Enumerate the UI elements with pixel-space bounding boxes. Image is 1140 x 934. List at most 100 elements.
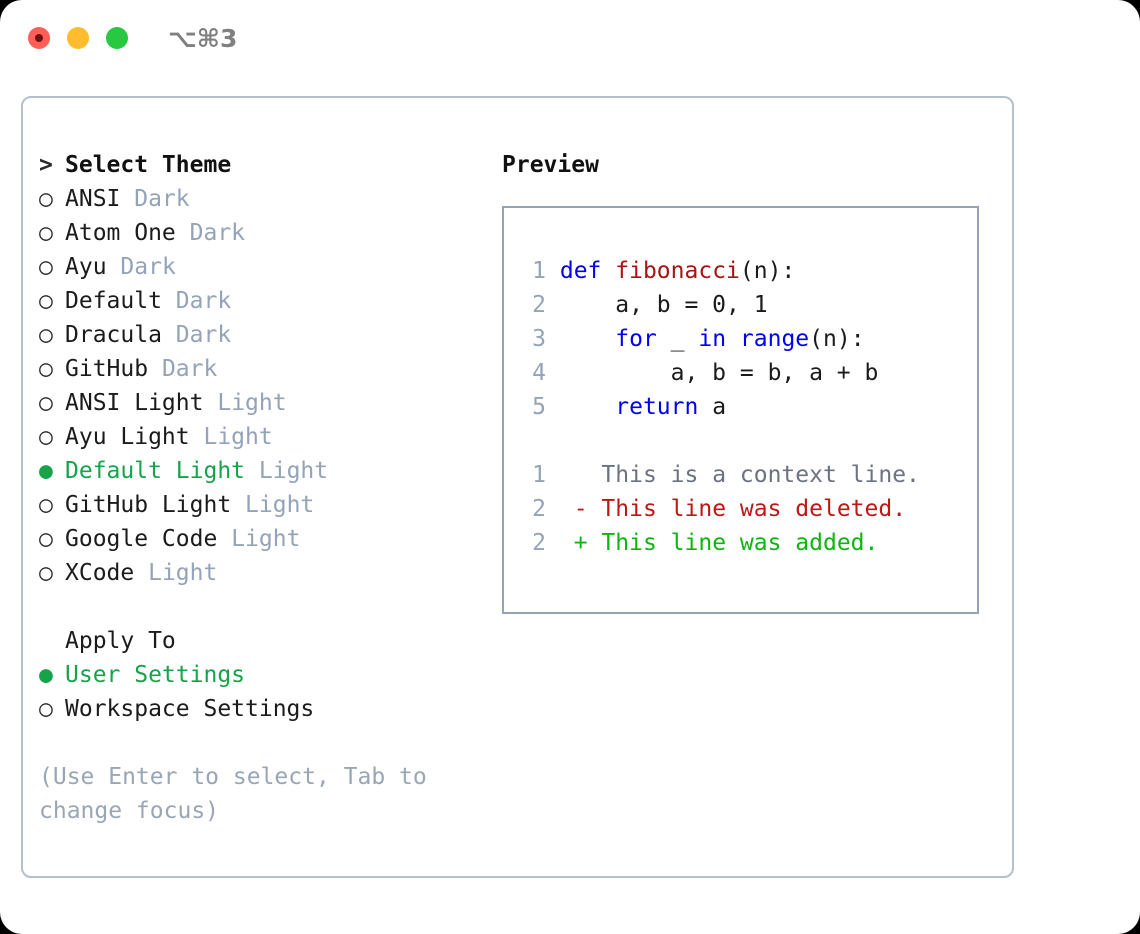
- theme-variant-label: Dark: [134, 186, 190, 212]
- theme-variant-label: Light: [217, 390, 287, 416]
- panel-columns: >Select Theme ○ANSI Dark ○Atom One Dark …: [23, 98, 1012, 876]
- theme-label: ANSI Light: [65, 390, 204, 416]
- radio-icon[interactable]: ○: [39, 390, 53, 416]
- code-token: range: [739, 326, 810, 352]
- maximize-button[interactable]: [106, 27, 128, 49]
- preview-heading: Preview: [502, 152, 599, 178]
- code-token: a: [698, 394, 727, 420]
- apply-to-heading-label: Apply To: [65, 628, 176, 654]
- code-token: fibonacci: [615, 258, 740, 284]
- heading-indent: [39, 624, 65, 658]
- code-line: 4 a, b = b, a + b: [516, 356, 976, 390]
- code-token: _: [656, 326, 699, 352]
- apply-to-label: User Settings: [65, 662, 246, 688]
- apply-to-workspace-settings[interactable]: ○ Workspace Settings: [39, 692, 499, 726]
- line-number: 1: [532, 462, 546, 488]
- theme-label: Default Light: [65, 458, 246, 484]
- keyboard-hint-text: (Use Enter to select, Tab to change focu…: [39, 764, 427, 824]
- code-line: 5 return a: [516, 390, 976, 424]
- theme-item-github-dark[interactable]: ○GitHub Dark: [39, 352, 499, 386]
- diff-text: This is a context line.: [601, 462, 920, 488]
- radio-icon[interactable]: ○: [39, 492, 53, 518]
- diff-line-added: 2 + This line was added.: [516, 526, 976, 560]
- radio-selected-icon[interactable]: ●: [39, 458, 53, 484]
- apply-to-user-settings[interactable]: ● User Settings: [39, 658, 499, 692]
- code-token: in: [698, 326, 727, 352]
- radio-icon[interactable]: ○: [39, 220, 53, 246]
- theme-variant-label: Dark: [175, 322, 232, 348]
- code-line: 2 a, b = 0, 1: [516, 288, 976, 322]
- theme-variant-label: Light: [148, 560, 218, 586]
- theme-label: Ayu Light: [65, 424, 190, 450]
- theme-item-ansi-dark[interactable]: ○ ANSI Dark: [39, 182, 499, 216]
- theme-variant-label: Dark: [120, 254, 176, 280]
- theme-variant-label: Light: [231, 526, 301, 552]
- theme-variant-label: Dark: [161, 356, 218, 382]
- code-token: [601, 258, 615, 284]
- theme-item-ansi-light[interactable]: ○ ANSI Light Light: [39, 386, 499, 420]
- radio-icon[interactable]: ○: [39, 356, 53, 382]
- theme-variant-label: Dark: [189, 220, 246, 246]
- radio-icon[interactable]: ○: [39, 424, 53, 450]
- section-spacer: [39, 590, 499, 624]
- theme-variant-label: Light: [258, 458, 329, 484]
- diff-text: This line was deleted.: [601, 496, 907, 522]
- code-token: [560, 326, 615, 352]
- hint-spacer: [39, 726, 499, 760]
- apply-to-label: Workspace Settings: [65, 696, 315, 722]
- diff-sign: +: [573, 530, 588, 556]
- radio-icon[interactable]: ○: [39, 560, 53, 586]
- radio-icon[interactable]: ○: [39, 288, 53, 314]
- radio-icon[interactable]: ○: [39, 526, 53, 552]
- diff-line-deleted: 2 - This line was deleted.: [516, 492, 976, 526]
- theme-label: Atom One: [65, 220, 176, 246]
- select-theme-heading: > Select Theme: [39, 148, 499, 182]
- code-token: (n):: [739, 258, 796, 284]
- theme-variant-label: Dark: [175, 288, 232, 314]
- code-blank-line: [516, 424, 976, 458]
- theme-label: ANSI: [65, 186, 121, 212]
- code-token: [560, 394, 615, 420]
- radio-selected-icon[interactable]: ●: [39, 662, 53, 688]
- select-theme-heading-label: Select Theme: [65, 152, 232, 178]
- close-button[interactable]: [28, 27, 50, 49]
- keyboard-shortcut-label: ⌥⌘3: [168, 24, 238, 53]
- theme-item-default-dark[interactable]: ○ Default Dark: [39, 284, 499, 318]
- theme-item-google-code[interactable]: ○ Google Code Light: [39, 522, 499, 556]
- main-panel: >Select Theme ○ANSI Dark ○Atom One Dark …: [21, 96, 1014, 878]
- theme-item-atom-one-dark[interactable]: ○ Atom One Dark: [39, 216, 499, 250]
- caret-icon: >: [39, 152, 53, 178]
- line-number: 2: [532, 530, 546, 556]
- preview-column: Preview 1 def fibonacci(n): 2 a, b = 0, …: [502, 148, 1002, 614]
- radio-icon[interactable]: ○: [39, 186, 53, 212]
- theme-label: GitHub Light: [65, 492, 232, 518]
- theme-label: XCode: [65, 560, 135, 586]
- radio-icon[interactable]: ○: [39, 254, 53, 280]
- code-token: for: [615, 326, 657, 352]
- line-number: 3: [532, 326, 546, 352]
- theme-variant-label: Light: [203, 424, 273, 450]
- theme-item-github-light[interactable]: ○ GitHub Light Light: [39, 488, 499, 522]
- theme-label: Default: [65, 288, 162, 314]
- minimize-button[interactable]: [67, 27, 89, 49]
- traffic-light-buttons: [28, 27, 128, 49]
- theme-item-ayu-dark[interactable]: ○ Ayu Dark: [39, 250, 499, 284]
- line-number: 2: [532, 292, 546, 318]
- theme-label: Ayu: [65, 254, 107, 280]
- theme-item-dracula-dark[interactable]: ○Dracula Dark: [39, 318, 499, 352]
- line-number: 4: [532, 360, 546, 386]
- line-number: 5: [532, 394, 546, 420]
- diff-line-context: 1 This is a context line.: [516, 458, 976, 492]
- theme-label: Google Code: [65, 526, 218, 552]
- radio-icon[interactable]: ○: [39, 696, 53, 722]
- preview-code: 1 def fibonacci(n): 2 a, b = 0, 1 3 for …: [516, 254, 976, 560]
- theme-variant-label: Light: [245, 492, 315, 518]
- theme-item-default-light[interactable]: ● Default Light Light: [39, 454, 499, 488]
- radio-icon[interactable]: ○: [39, 322, 53, 348]
- theme-item-xcode[interactable]: ○ XCode Light: [39, 556, 499, 590]
- theme-item-ayu-light[interactable]: ○ Ayu Light Light: [39, 420, 499, 454]
- line-number: 2: [532, 496, 546, 522]
- diff-sign: [574, 462, 588, 488]
- code-token: a, b = 0, 1: [559, 292, 768, 318]
